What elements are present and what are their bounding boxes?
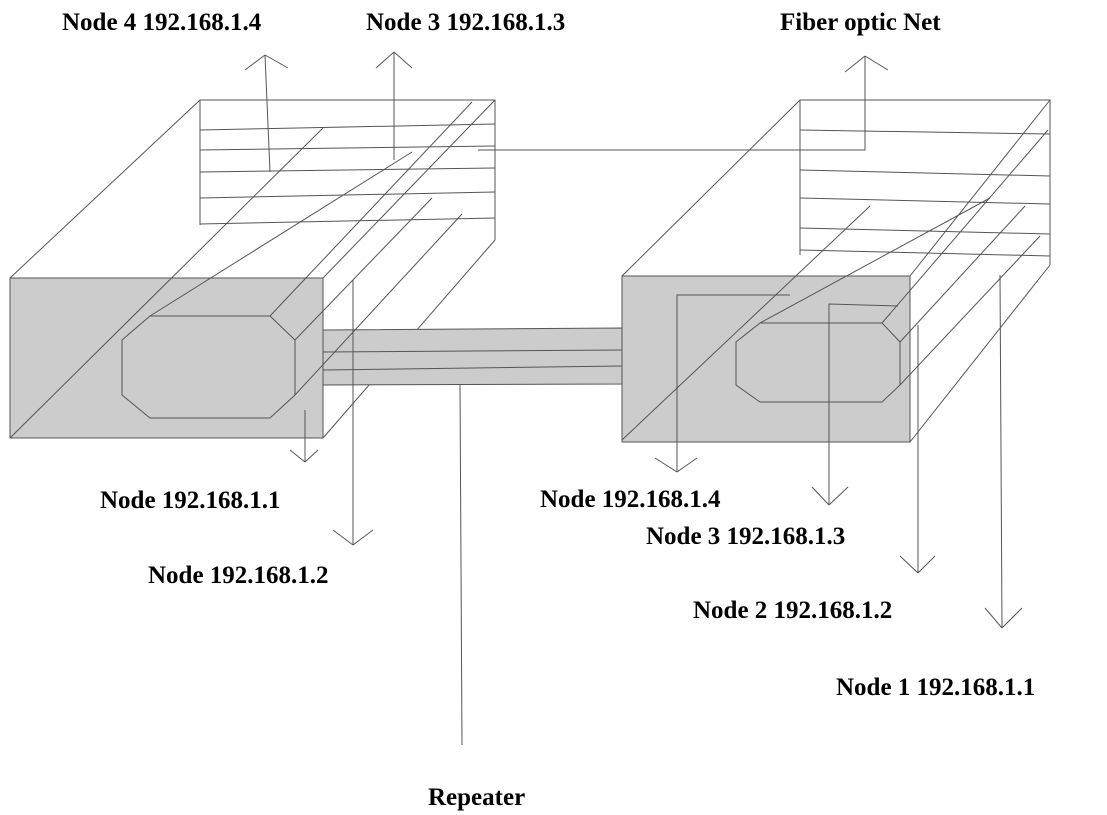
arrow-fiber-optic-net: [478, 55, 889, 151]
right-device-front: [621, 275, 911, 443]
label-top-node3: Node 3 192.168.1.3: [366, 9, 565, 36]
label-repeater: Repeater: [428, 784, 525, 811]
label-right-node2: Node 2 192.168.1.2: [693, 597, 892, 624]
fiber-link-cable: [322, 327, 623, 386]
label-fiber-optic-net: Fiber optic Net: [780, 9, 941, 36]
label-left-node2: Node 192.168.1.2: [148, 562, 329, 589]
left-device-back-panel: [9, 99, 496, 439]
left-port-octagon: [121, 315, 296, 419]
label-right-node4: Node 192.168.1.4: [540, 486, 721, 513]
arrow-left-node1: [289, 410, 319, 463]
arrow-left-node2: [332, 280, 374, 546]
arrow-right-node3: [811, 303, 899, 506]
left-device-front: [9, 277, 324, 439]
arrow-right-node4: [654, 294, 790, 473]
perspective-lines: [9, 101, 1049, 441]
arrow-node4-top: [244, 54, 289, 173]
arrow-right-node2: [899, 325, 936, 574]
repeater-leader-line: [459, 384, 463, 746]
right-port-octagon: [735, 322, 901, 403]
arrow-node3-top: [375, 51, 413, 160]
label-top-node4: Node 4 192.168.1.4: [62, 9, 262, 36]
label-left-node1: Node 192.168.1.1: [100, 487, 281, 514]
right-device-back-panel: [621, 99, 1051, 443]
label-right-node1: Node 1 192.168.1.1: [836, 674, 1035, 701]
arrow-right-node1: [984, 274, 1023, 629]
label-right-node3: Node 3 192.168.1.3: [646, 523, 845, 550]
